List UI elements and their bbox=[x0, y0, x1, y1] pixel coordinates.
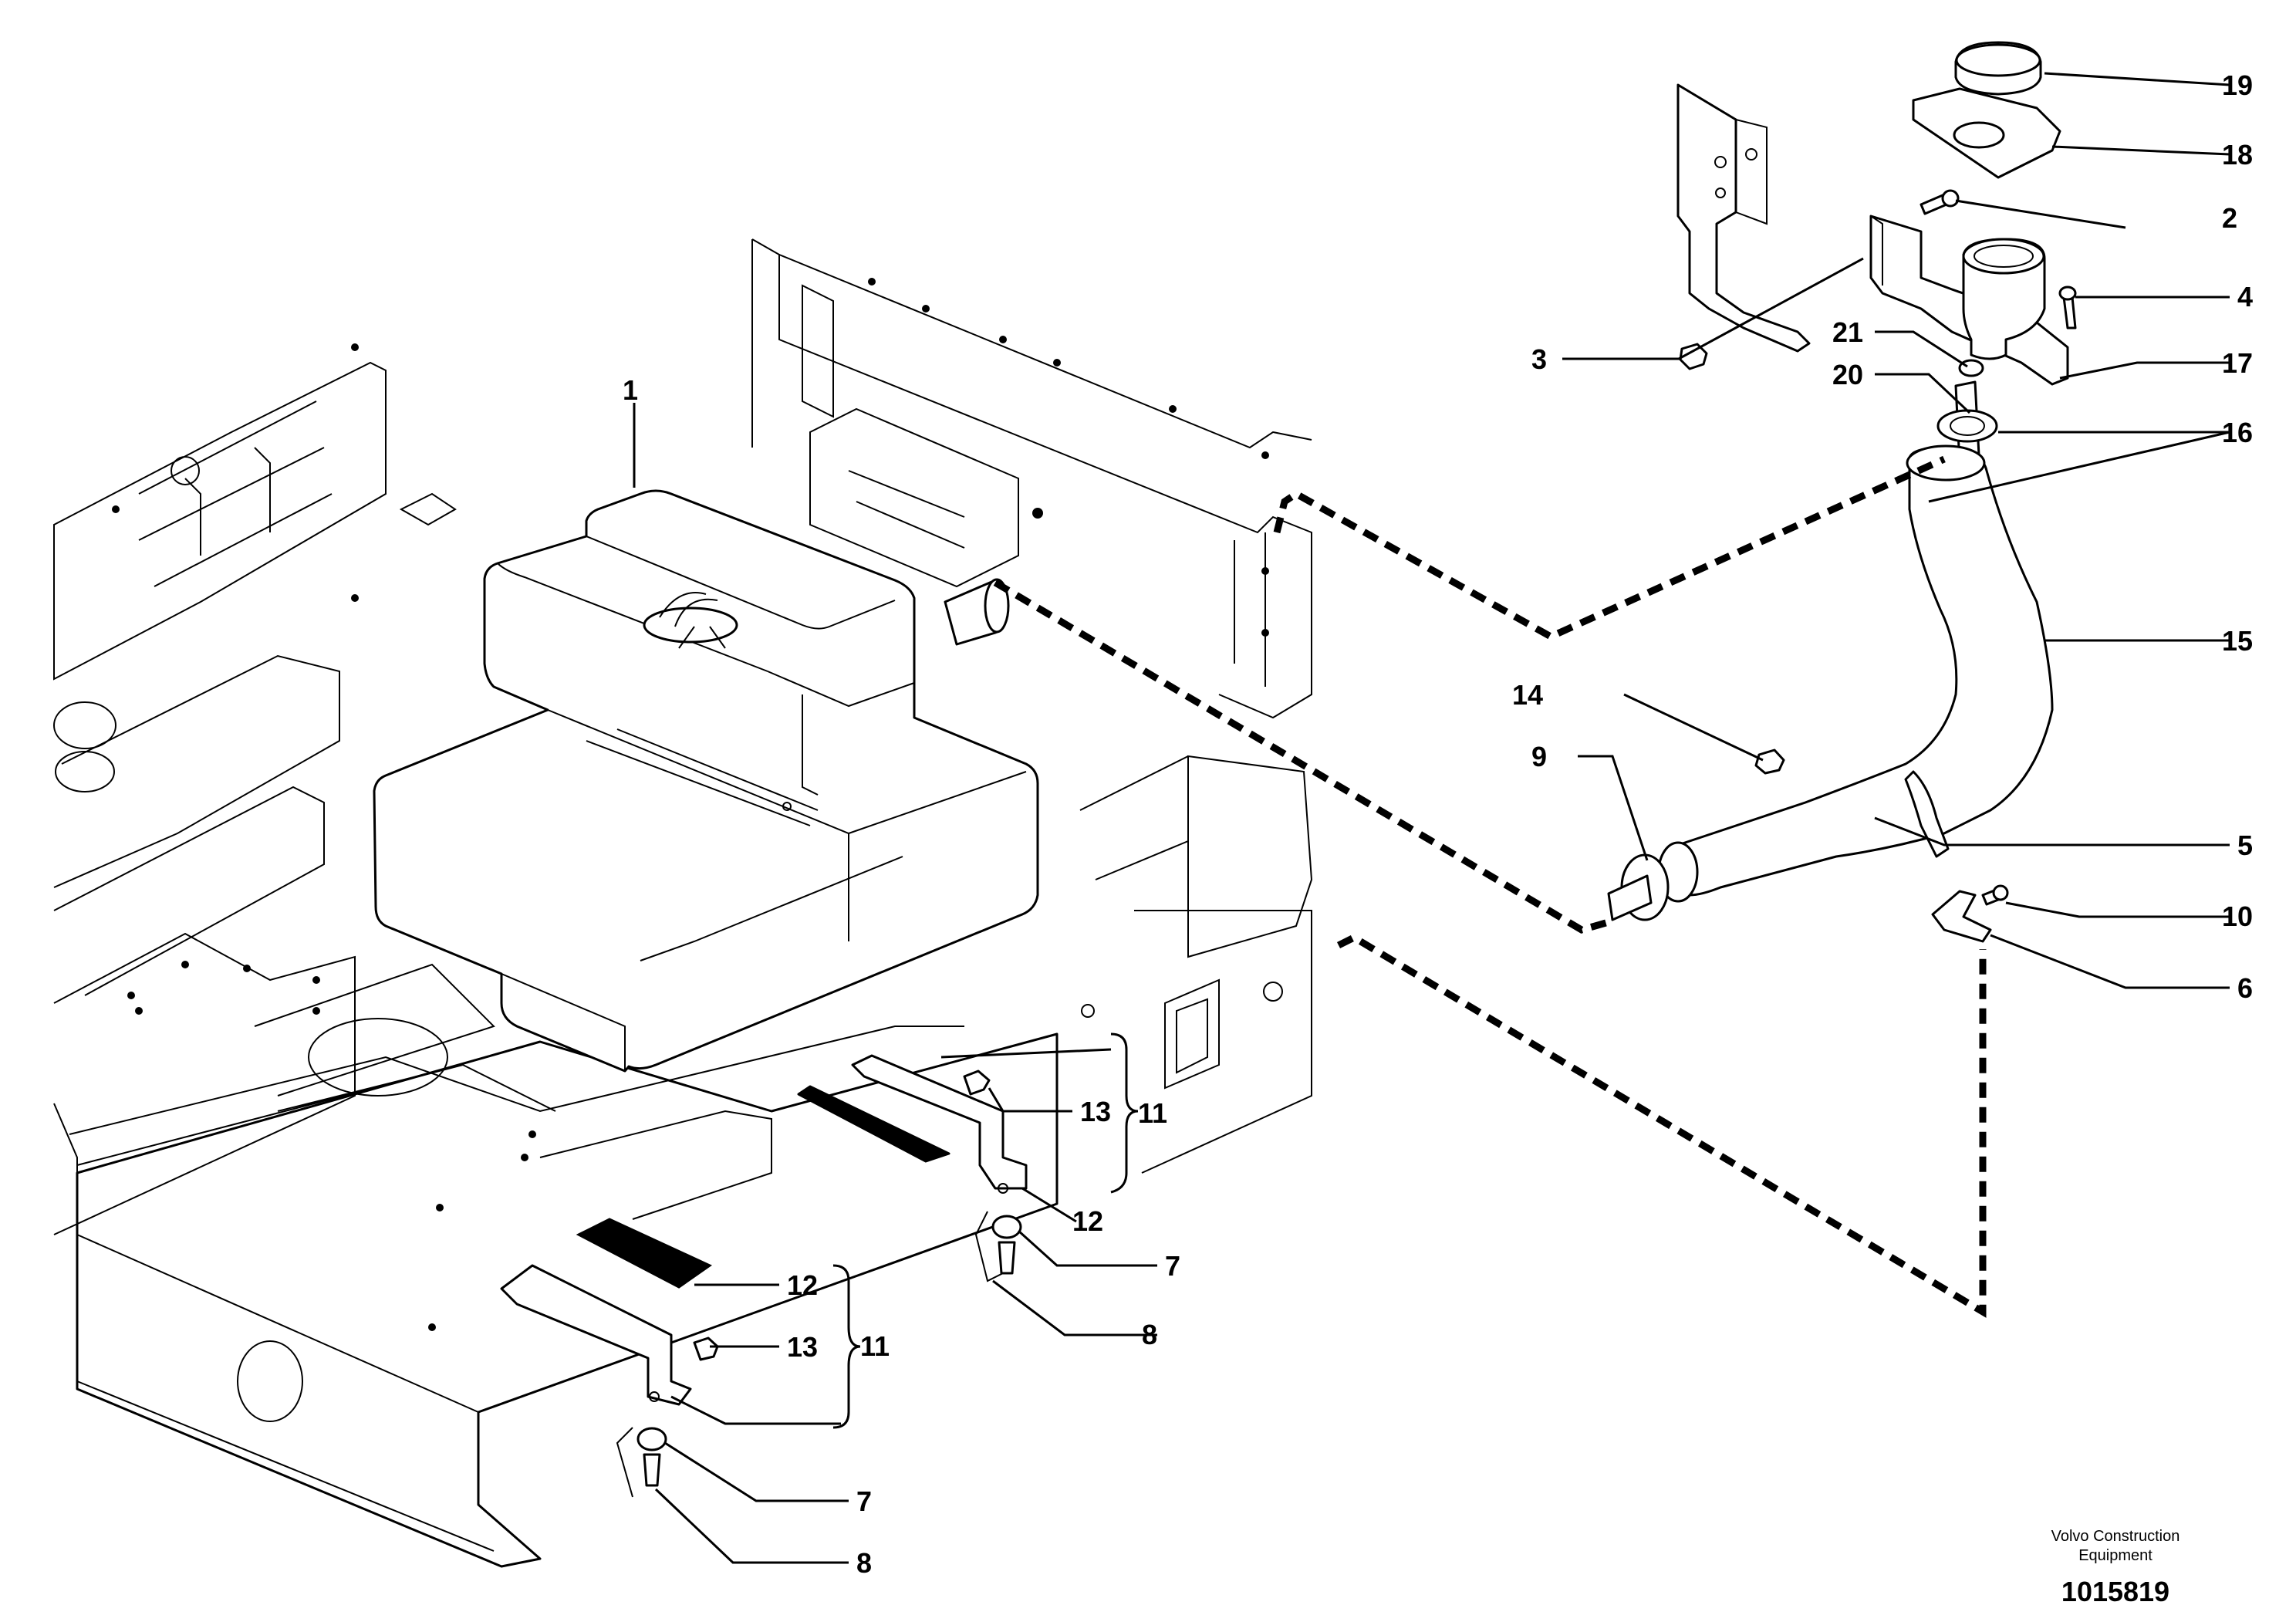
callout-labels: 1 2 3 4 5 6 7 8 7 8 9 10 11 11 12 12 13 … bbox=[623, 69, 2253, 1579]
company-name-line2: Equipment bbox=[2078, 1547, 2152, 1564]
callout-8-lower: 8 bbox=[856, 1547, 872, 1579]
callout-4: 4 bbox=[2237, 281, 2253, 313]
callout-13-upper: 13 bbox=[1080, 1096, 1111, 1127]
tank-strap-upper bbox=[797, 1054, 1028, 1194]
callout-14: 14 bbox=[1512, 679, 1543, 711]
callout-3: 3 bbox=[1531, 343, 1547, 375]
callout-13-lower: 13 bbox=[787, 1331, 818, 1363]
callout-11-upper: 11 bbox=[1138, 1097, 1167, 1129]
callout-6: 6 bbox=[2237, 972, 2253, 1004]
callout-7-lower: 7 bbox=[856, 1485, 872, 1517]
callout-15: 15 bbox=[2222, 625, 2253, 657]
callout-18: 18 bbox=[2222, 139, 2253, 171]
document-number: 1015819 bbox=[2061, 1576, 2169, 1607]
callout-9: 9 bbox=[1531, 741, 1547, 772]
mount-bolts bbox=[616, 1211, 1022, 1498]
callout-12-lower: 12 bbox=[787, 1269, 818, 1301]
callout-1: 1 bbox=[623, 374, 638, 406]
leader-lines bbox=[633, 72, 2230, 1564]
assembly-dashed-lines bbox=[993, 455, 1987, 1318]
callout-16: 16 bbox=[2222, 417, 2253, 448]
callout-8-upper: 8 bbox=[1142, 1319, 1157, 1350]
title-block: Volvo Construction Equipment 1015819 bbox=[2051, 1528, 2180, 1607]
callout-7-upper: 7 bbox=[1165, 1250, 1180, 1282]
fuel-tank bbox=[373, 489, 1039, 1073]
callout-20: 20 bbox=[1832, 359, 1863, 390]
brace-upper bbox=[1110, 1032, 1139, 1194]
callout-19: 19 bbox=[2222, 69, 2253, 101]
callout-11-lower: 11 bbox=[860, 1330, 890, 1362]
company-name-line1: Volvo Construction bbox=[2051, 1528, 2180, 1545]
filler-hose bbox=[1607, 444, 2054, 943]
callout-2: 2 bbox=[2222, 202, 2237, 234]
brace-lower bbox=[832, 1264, 861, 1429]
tank-strap-lower bbox=[500, 1218, 719, 1406]
callout-12-upper: 12 bbox=[1072, 1205, 1103, 1237]
callout-5: 5 bbox=[2237, 830, 2253, 861]
upper-frame bbox=[53, 238, 1313, 1568]
callout-21: 21 bbox=[1832, 316, 1863, 348]
filler-bracket-assembly bbox=[1676, 41, 2077, 465]
callout-10: 10 bbox=[2222, 901, 2253, 932]
callout-17: 17 bbox=[2222, 347, 2253, 379]
